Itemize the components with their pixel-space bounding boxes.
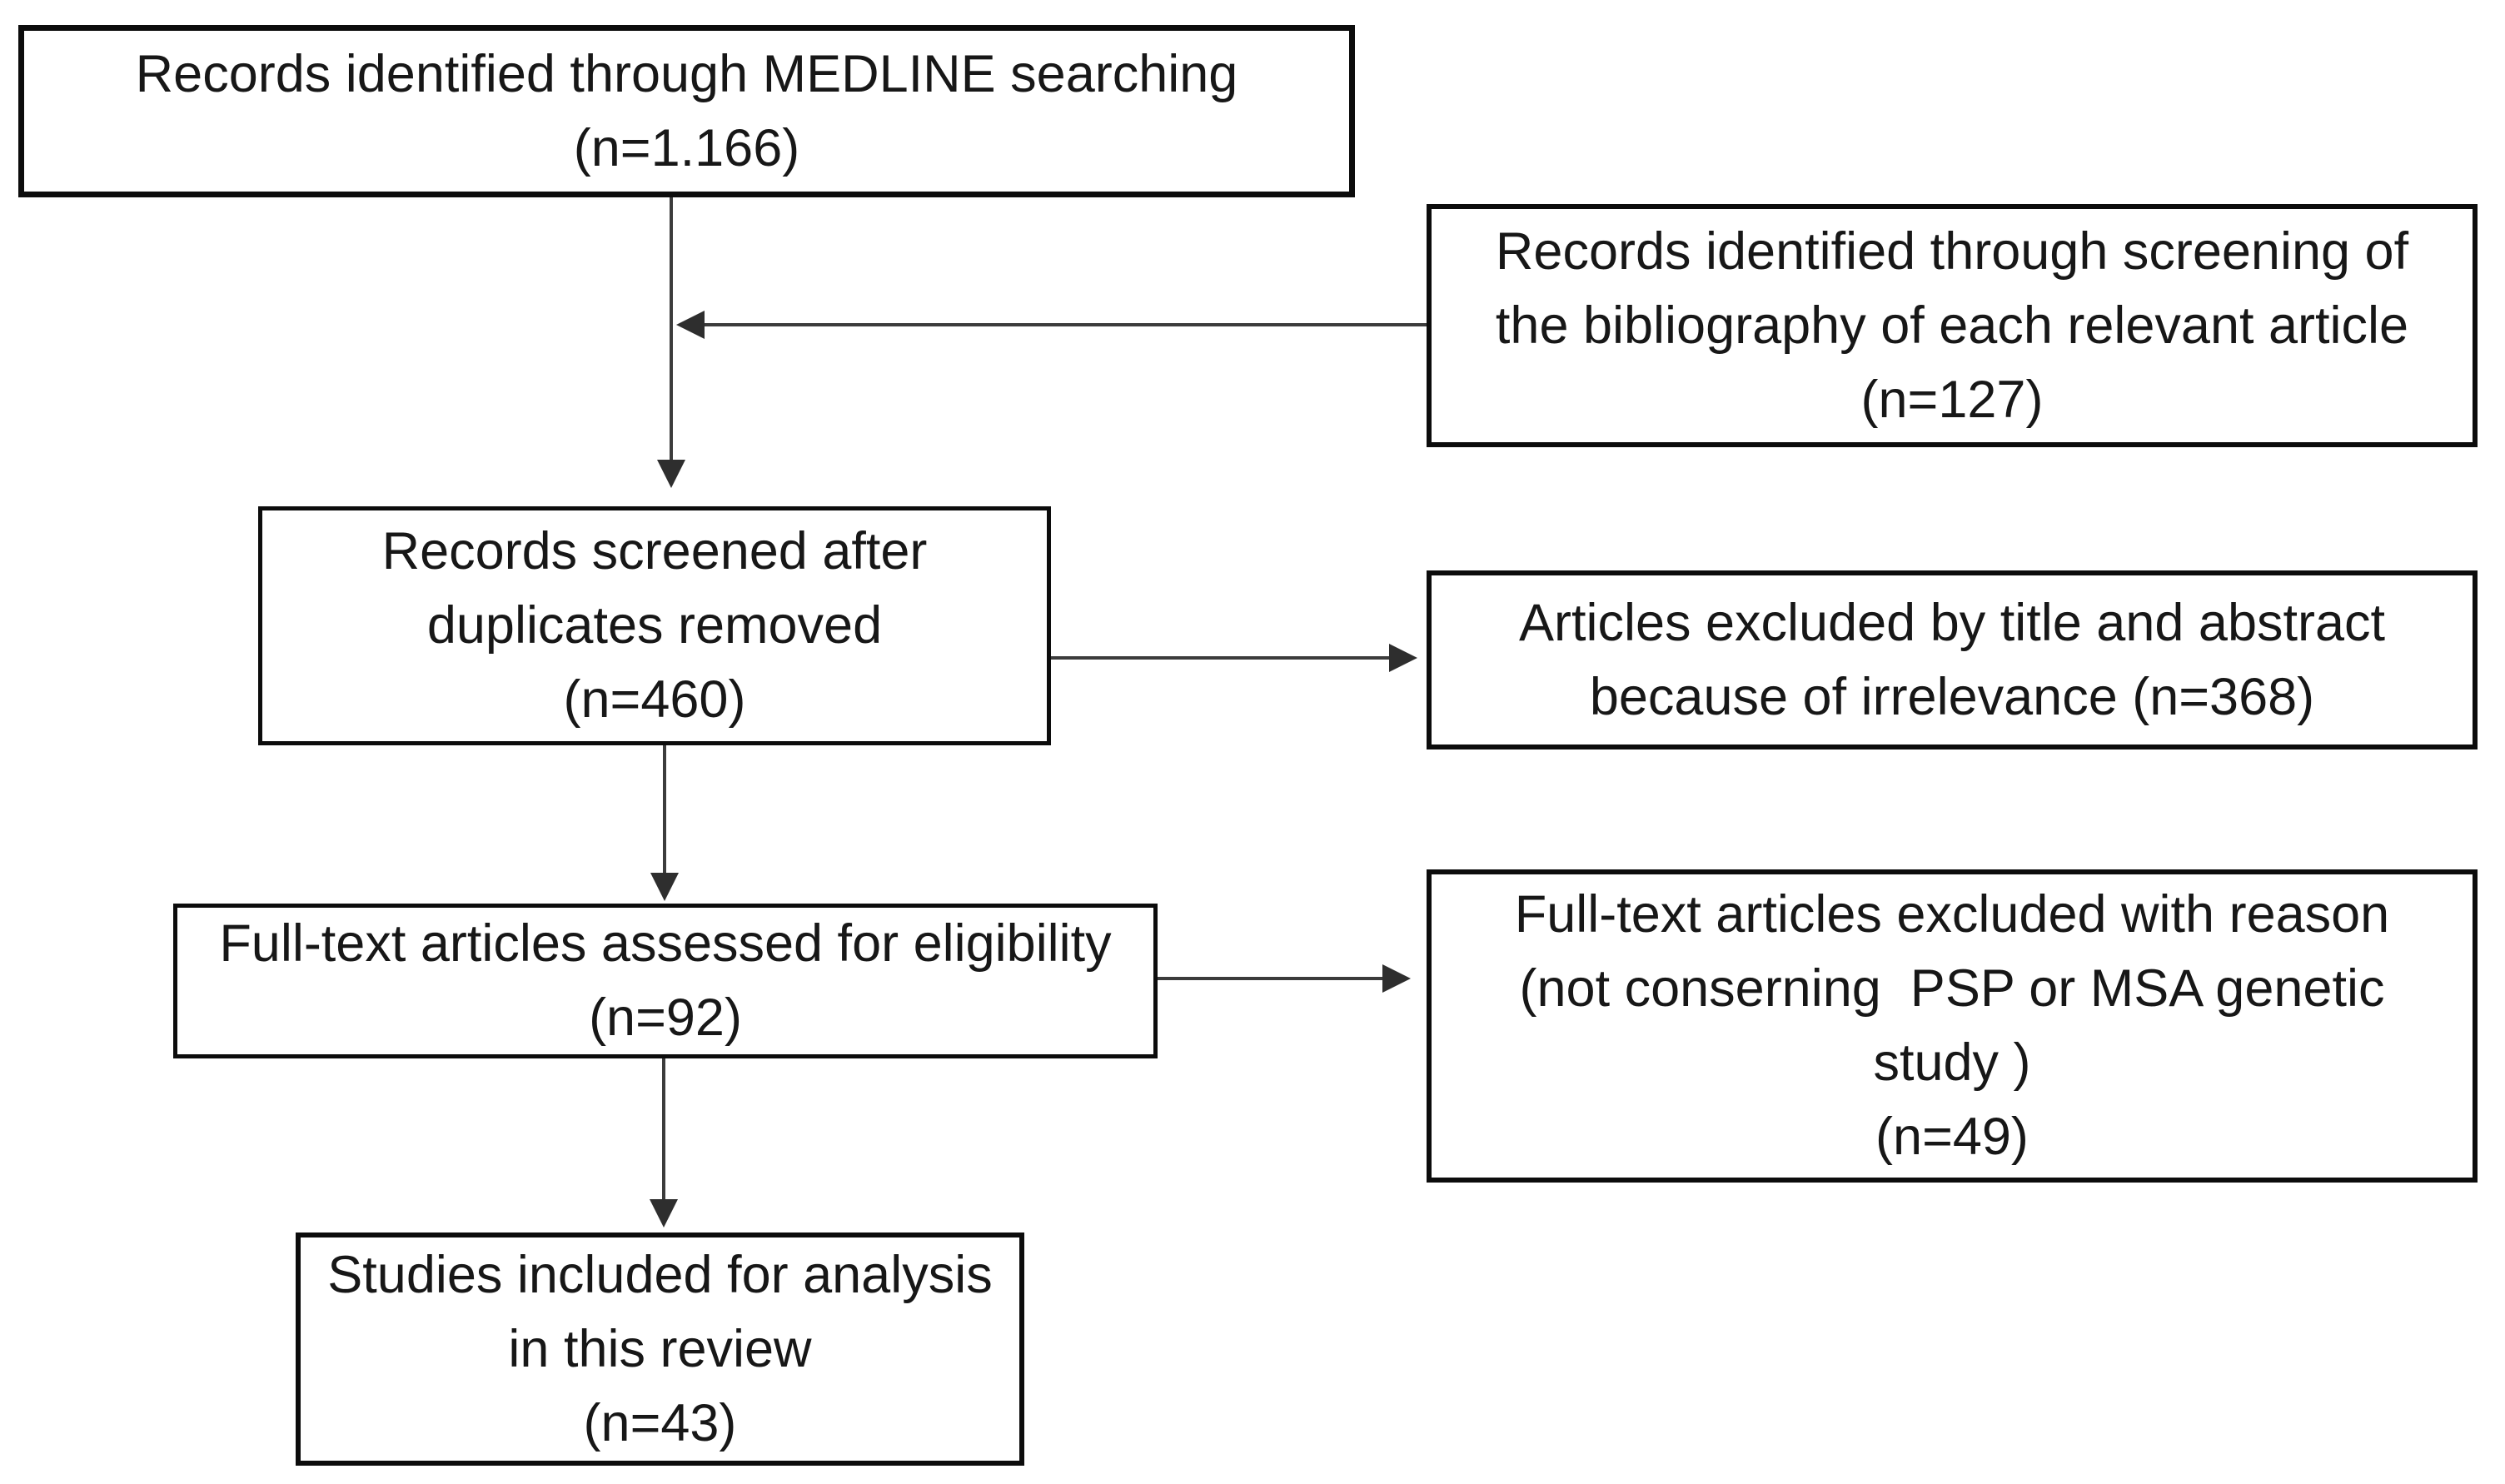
box-studies-included: Studies included for analysis in this re… (296, 1233, 1024, 1466)
arrow-medline-to-screened-line (670, 197, 673, 460)
arrow-bibliography-to-mainflow-line (705, 323, 1427, 326)
box-fulltext-excluded: Full-text articles excluded with reason … (1427, 869, 2478, 1183)
arrow-screened-to-excluded-head-icon (1389, 644, 1417, 672)
arrow-medline-to-screened-head-icon (657, 460, 685, 488)
arrow-screened-to-fulltext-head-icon (650, 873, 679, 901)
arrow-bibliography-to-mainflow-head-icon (676, 311, 705, 339)
arrow-screened-to-excluded-line (1051, 656, 1389, 660)
arrow-fulltext-to-included-line (662, 1058, 665, 1199)
box-fulltext-assessed: Full-text articles assessed for eligibil… (173, 904, 1158, 1058)
box-records-identified-medline: Records identified through MEDLINE searc… (18, 25, 1355, 197)
arrow-fulltext-to-included-head-icon (650, 1199, 678, 1228)
box-records-identified-bibliography: Records identified through screening of … (1427, 204, 2478, 447)
box-records-screened: Records screened after duplicates remove… (258, 506, 1051, 745)
arrow-screened-to-fulltext-line (663, 745, 666, 873)
arrow-fulltext-to-excluded-line (1158, 977, 1382, 980)
box-articles-excluded-title-abstract: Articles excluded by title and abstract … (1427, 570, 2478, 749)
arrow-fulltext-to-excluded-head-icon (1382, 964, 1411, 993)
